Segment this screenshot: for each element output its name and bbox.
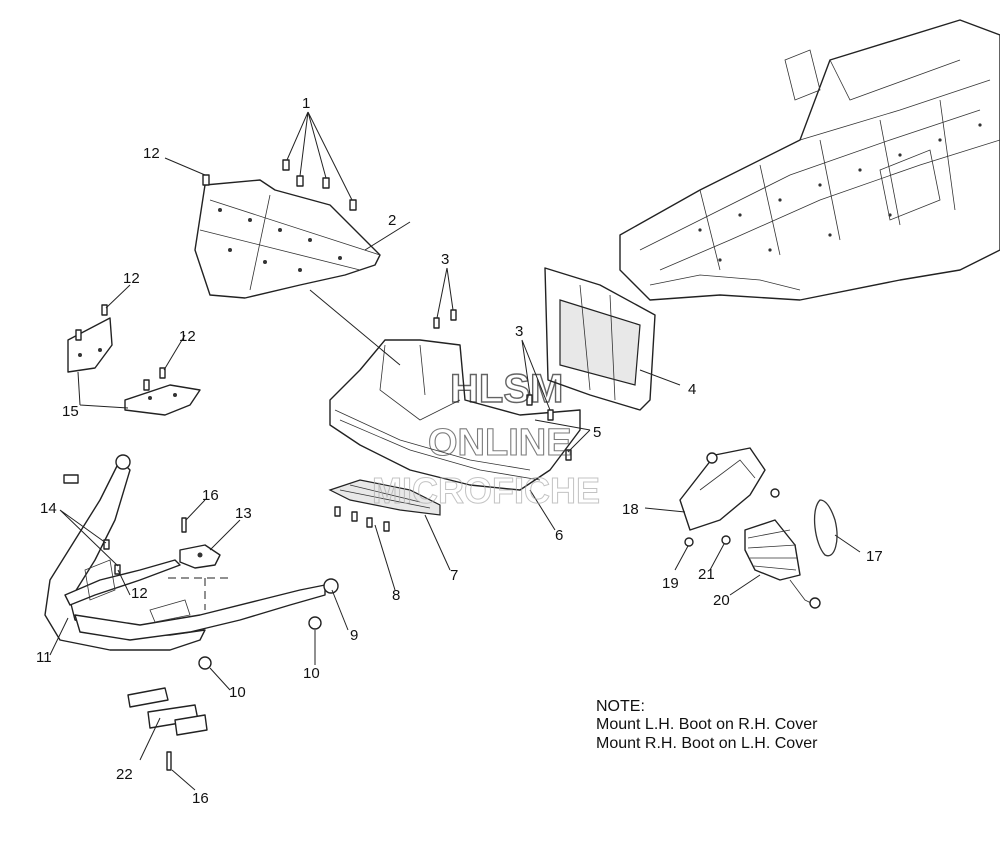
watermark-line-2: ONLINE xyxy=(428,422,572,464)
callout-3-upper: 3 xyxy=(441,251,449,268)
boot-part-20 xyxy=(744,519,821,609)
watermark-line-3: MICROFICHE xyxy=(372,470,600,511)
callout-12-top: 12 xyxy=(143,145,160,162)
centerline xyxy=(168,577,230,610)
callout-16-lower: 16 xyxy=(192,790,209,807)
callout-16-upper: 16 xyxy=(202,487,219,504)
clips-part-22 xyxy=(127,687,208,736)
callout-labels: 1 2 3 3 4 5 6 7 8 9 10 10 11 12 12 12 12… xyxy=(36,95,883,807)
note-heading: NOTE: xyxy=(596,698,645,715)
fasteners xyxy=(63,159,780,771)
callout-2: 2 xyxy=(388,212,396,229)
callout-4: 4 xyxy=(688,381,696,398)
callout-8: 8 xyxy=(392,587,400,604)
callout-6: 6 xyxy=(555,527,563,544)
bracket-part-13 xyxy=(179,544,221,569)
callout-21: 21 xyxy=(698,566,715,583)
callout-10-upper: 10 xyxy=(303,665,320,682)
nose-pan-part-6 xyxy=(329,339,581,491)
rear-panel-part-4 xyxy=(544,267,656,411)
grille-part-7 xyxy=(328,479,441,516)
callout-7: 7 xyxy=(450,567,458,584)
callout-12-mid: 12 xyxy=(179,328,196,345)
note-block: NOTE: Mount L.H. Boot on R.H. Cover Moun… xyxy=(596,698,818,752)
callout-13: 13 xyxy=(235,505,252,522)
boot-cover-part-18 xyxy=(679,447,766,531)
callout-20: 20 xyxy=(713,592,730,609)
note-line-1: Mount L.H. Boot on R.H. Cover xyxy=(596,716,818,733)
callout-12-bottom: 12 xyxy=(131,585,148,602)
chassis-frame xyxy=(619,19,1000,301)
callout-17: 17 xyxy=(866,548,883,565)
watermark: HLSM ONLINE MICROFICHE xyxy=(372,366,601,511)
callout-22: 22 xyxy=(116,766,133,783)
brackets-part-15 xyxy=(67,317,201,416)
callout-5: 5 xyxy=(593,424,601,441)
callout-3-lower: 3 xyxy=(515,323,523,340)
callout-1: 1 xyxy=(302,95,310,112)
callout-18: 18 xyxy=(622,501,639,518)
strap-part-17 xyxy=(813,499,838,557)
callout-10-lower: 10 xyxy=(229,684,246,701)
callout-19: 19 xyxy=(662,575,679,592)
callout-12-left: 12 xyxy=(123,270,140,287)
callout-14: 14 xyxy=(40,500,57,517)
skid-plate-part-2 xyxy=(194,179,381,299)
bumper-part-11 xyxy=(44,454,339,651)
callout-9: 9 xyxy=(350,627,358,644)
callout-11: 11 xyxy=(36,649,52,666)
callout-15: 15 xyxy=(62,403,79,420)
watermark-line-1: HLSM xyxy=(450,367,563,411)
note-line-2: Mount R.H. Boot on L.H. Cover xyxy=(596,735,818,752)
leader-lines xyxy=(49,111,861,791)
